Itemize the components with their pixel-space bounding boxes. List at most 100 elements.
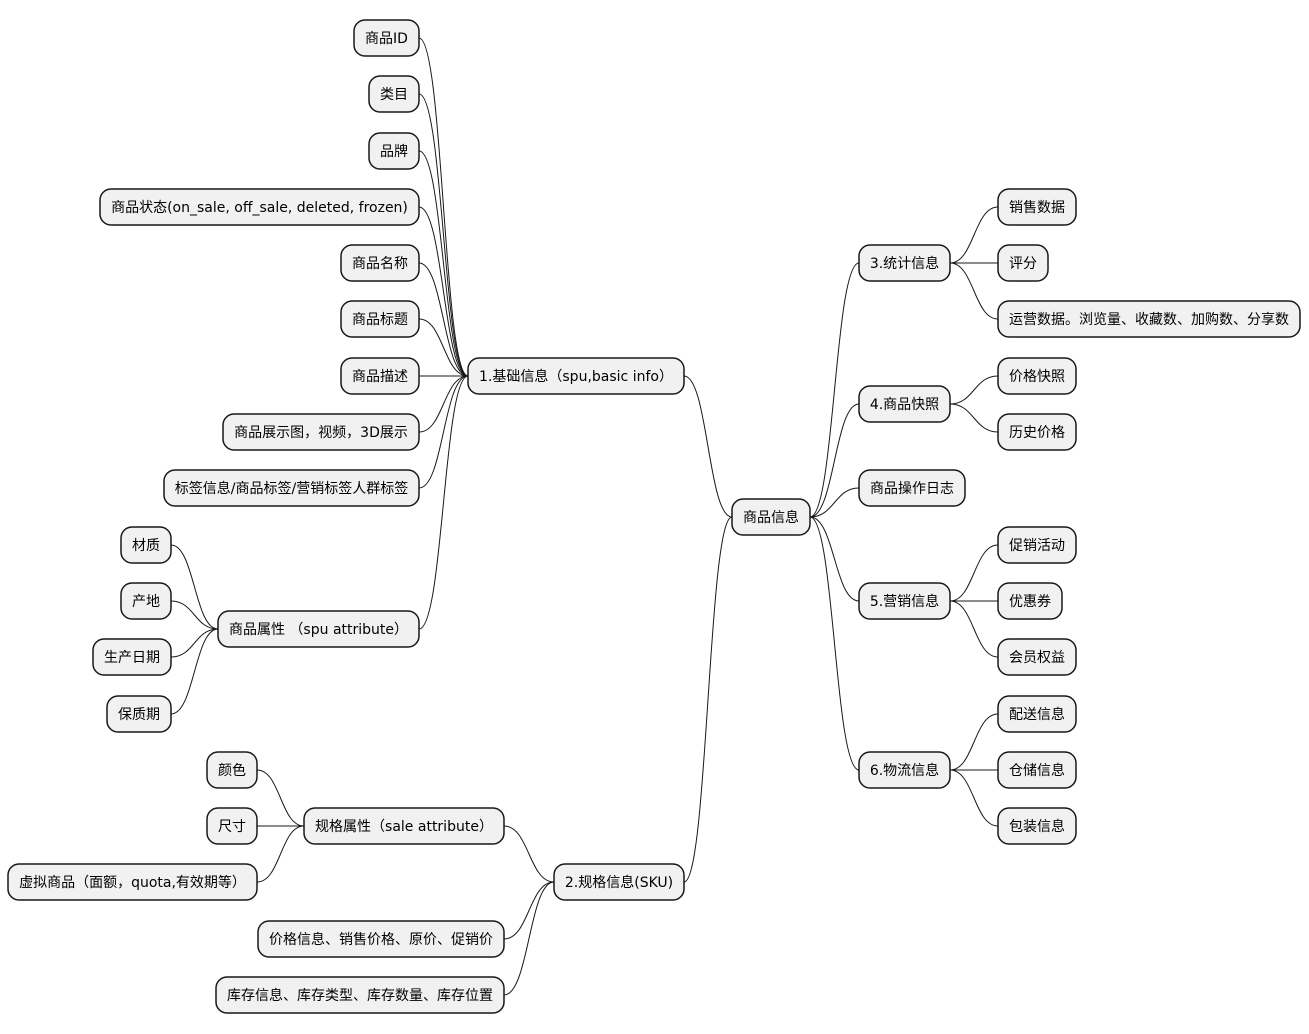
node-label-right-0-children-2: 运营数据。浏览量、收藏数、加购数、分享数	[1009, 311, 1289, 328]
node-label-right-4-children-2: 包装信息	[1009, 818, 1065, 835]
edge-right-0-children-0	[949, 206, 999, 264]
node-left-1-children-0: 规格属性（sale attribute）	[303, 807, 505, 845]
node-box-left-0-children-1	[368, 75, 420, 113]
node-left-1-children-1: 价格信息、销售价格、原价、促销价	[257, 920, 505, 958]
edge-left-1-children-0-children-2	[256, 825, 305, 883]
node-right-3: 5.营销信息	[858, 582, 951, 620]
node-right-3-children-2: 会员权益	[997, 638, 1077, 676]
edge-right-0	[809, 262, 860, 518]
node-label-right-4: 6.物流信息	[870, 762, 939, 779]
node-label-left-1-children-0-children-1: 尺寸	[218, 819, 246, 835]
node-right-4: 6.物流信息	[858, 751, 951, 789]
edge-left-0-children-9-children-3	[170, 628, 219, 715]
node-label-right-0: 3.统计信息	[870, 255, 939, 272]
edge-right-1-children-0	[949, 375, 999, 405]
node-box-left-0-children-9-children-0	[120, 526, 172, 564]
node-label-right-0-children-1: 评分	[1009, 256, 1037, 272]
edge-left-0-children-9	[418, 375, 469, 630]
node-box-left-0-children-0	[353, 19, 420, 57]
node-box-right-3-children-0	[997, 526, 1077, 564]
node-label-root: 商品信息	[743, 509, 799, 526]
node-left-0-children-9-children-2: 生产日期	[92, 638, 172, 676]
node-box-right-4-children-1	[997, 751, 1077, 789]
node-label-left-0-children-9-children-3: 保质期	[118, 707, 160, 723]
node-left-1-children-0-children-2: 虚拟商品（面额，quota,有效期等）	[7, 863, 258, 901]
node-label-right-1: 4.商品快照	[870, 397, 939, 413]
node-left-0-children-4: 商品名称	[340, 244, 420, 282]
node-right-0: 3.统计信息	[858, 244, 951, 282]
edge-left-0-children-8	[418, 375, 469, 489]
node-left-0-children-2: 品牌	[368, 132, 420, 170]
edge-left-1	[683, 516, 733, 883]
edge-left-1-children-2	[503, 881, 555, 996]
node-label-left-0-children-0: 商品ID	[365, 31, 408, 47]
node-left-0-children-6: 商品描述	[340, 357, 420, 395]
node-label-left-0-children-9: 商品属性 （spu attribute）	[229, 622, 408, 638]
node-right-4-children-0: 配送信息	[997, 695, 1077, 733]
node-label-left-1-children-0-children-2: 虚拟商品（面额，quota,有效期等）	[19, 874, 246, 891]
edge-left-0-children-5	[418, 318, 469, 377]
node-label-right-4-children-1: 仓储信息	[1009, 762, 1065, 779]
edge-right-3-children-0	[949, 544, 999, 602]
node-box-right-0-children-1	[997, 244, 1049, 282]
edge-right-2	[809, 487, 860, 518]
node-box-left-1-children-0-children-2	[7, 863, 258, 901]
node-left-0-children-1: 类目	[368, 75, 420, 113]
node-box-left-0-children-9-children-3	[106, 695, 172, 733]
edge-left-1-children-0	[503, 825, 555, 883]
node-label-left-0-children-9-children-1: 产地	[132, 594, 160, 610]
node-label-left-0-children-3: 商品状态(on_sale, off_sale, deleted, frozen)	[111, 200, 408, 216]
node-label-left-0-children-5: 商品标题	[352, 312, 408, 328]
node-box-left-0-children-9-children-2	[92, 638, 172, 676]
node-label-left-0: 1.基础信息（spu,basic info）	[479, 368, 673, 385]
edge-right-4	[809, 516, 860, 771]
node-right-2: 商品操作日志	[858, 469, 966, 507]
edge-right-1-children-1	[949, 403, 999, 433]
node-left-0: 1.基础信息（spu,basic info）	[467, 357, 685, 395]
node-box-left-1-children-0-children-1	[206, 807, 258, 845]
node-right-0-children-0: 销售数据	[997, 188, 1077, 226]
node-box-left-0	[467, 357, 685, 395]
node-right-0-children-1: 评分	[997, 244, 1049, 282]
node-label-left-0-children-4: 商品名称	[352, 256, 408, 272]
node-box-left-1-children-0	[303, 807, 505, 845]
node-label-left-0-children-1: 类目	[380, 87, 408, 103]
node-label-left-1-children-2: 库存信息、库存类型、库存数量、库存位置	[227, 987, 493, 1004]
node-box-right-0	[858, 244, 951, 282]
node-left-0-children-9-children-0: 材质	[120, 526, 172, 564]
node-root: 商品信息	[731, 498, 811, 536]
node-label-left-1-children-0: 规格属性（sale attribute）	[315, 819, 493, 835]
node-box-left-0-children-9	[217, 610, 420, 648]
node-left-0-children-9-children-1: 产地	[120, 582, 172, 620]
node-box-left-0-children-6	[340, 357, 420, 395]
edge-right-3-children-2	[949, 600, 999, 658]
node-box-left-1-children-2	[215, 976, 505, 1014]
node-label-right-2: 商品操作日志	[870, 481, 954, 497]
edge-left-1-children-0-children-0	[256, 769, 305, 827]
node-box-right-3	[858, 582, 951, 620]
node-box-right-4-children-0	[997, 695, 1077, 733]
edge-right-1	[809, 403, 860, 518]
edge-left-1-children-1	[503, 881, 555, 940]
node-label-right-4-children-0: 配送信息	[1009, 706, 1065, 723]
edge-right-0-children-2	[949, 262, 999, 320]
edge-right-4-children-0	[949, 713, 999, 771]
node-right-3-children-1: 优惠券	[997, 582, 1063, 620]
node-left-1-children-0-children-0: 颜色	[206, 751, 258, 789]
node-left-0-children-3: 商品状态(on_sale, off_sale, deleted, frozen)	[99, 188, 420, 226]
node-left-0-children-9: 商品属性 （spu attribute）	[217, 610, 420, 648]
node-label-left-0-children-8: 标签信息/商品标签/营销标签人群标签	[175, 480, 408, 497]
node-left-0-children-8: 标签信息/商品标签/营销标签人群标签	[163, 469, 420, 507]
node-left-0-children-5: 商品标题	[340, 300, 420, 338]
node-right-1-children-1: 历史价格	[997, 413, 1077, 451]
node-label-right-3-children-2: 会员权益	[1009, 650, 1065, 666]
node-label-left-0-children-2: 品牌	[380, 143, 408, 160]
node-left-1-children-0-children-1: 尺寸	[206, 807, 258, 845]
node-label-left-0-children-9-children-2: 生产日期	[104, 650, 160, 666]
edge-left-0-children-7	[418, 375, 469, 433]
node-label-left-0-children-6: 商品描述	[352, 369, 408, 385]
node-label-left-1: 2.规格信息(SKU)	[565, 874, 673, 891]
node-box-root	[731, 498, 811, 536]
edge-left-0-children-1	[418, 93, 469, 377]
